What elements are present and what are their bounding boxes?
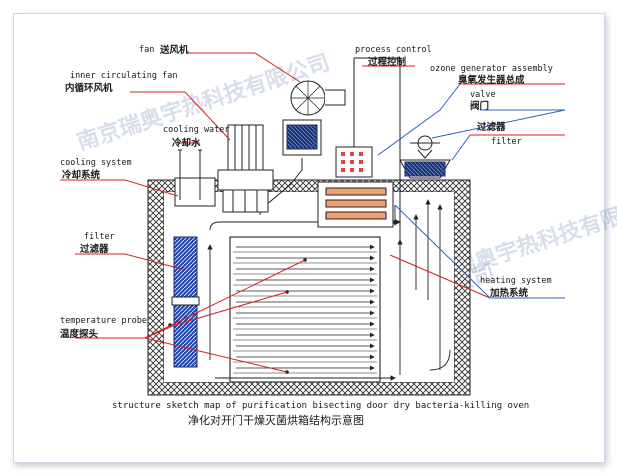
label-inner-fan-zh: 内循环风机: [65, 82, 113, 94]
label-filter-left-en: filter: [84, 232, 115, 242]
labels: fan 送风机 process control 过程控制 inner circu…: [60, 44, 553, 340]
caption-zh: 净化对开门干燥灭菌烘箱结构示意图: [188, 413, 364, 427]
label-process-control-en: process control: [355, 45, 432, 55]
label-ozone-en: ozone generator assembly: [430, 64, 553, 74]
label-valve-zh: 阀门: [470, 100, 489, 112]
label-heating-zh: 加热系统: [489, 287, 529, 299]
label-temp-probe-zh: 温度探头: [60, 328, 99, 340]
label-fan-en: fan: [139, 45, 154, 55]
label-ozone-zh: 臭氧发生器总成: [458, 74, 525, 86]
process-control-panel: [335, 57, 401, 330]
supply-fan: [259, 80, 346, 215]
label-inner-fan-en: inner circulating fan: [70, 71, 177, 81]
label-temp-probe-en: temperature probe: [60, 316, 147, 326]
label-cooling-system-zh: 冷却系统: [62, 169, 101, 181]
inner-circulating-fan: [217, 124, 274, 213]
label-cooling-water-en: cooling water: [163, 125, 230, 135]
label-filter-top-zh: 过滤器: [477, 121, 506, 133]
label-fan-zh: 送风机: [159, 44, 189, 56]
label-filter-top-en: filter: [491, 137, 522, 147]
cooling-system: [174, 149, 216, 207]
label-valve-en: valve: [470, 90, 496, 100]
label-process-control-zh: 过程控制: [368, 56, 407, 68]
tray-rack: [229, 236, 381, 383]
caption: structure sketch map of purification bis…: [112, 401, 529, 427]
caption-en: structure sketch map of purification bis…: [112, 401, 529, 411]
airflow-arrows: [207, 199, 451, 381]
label-filter-left-zh: 过滤器: [80, 243, 109, 255]
heating-system: [317, 181, 394, 228]
label-cooling-system-en: cooling system: [60, 158, 132, 168]
ozone-generator: [399, 135, 451, 179]
label-cooling-water-zh: 冷却水: [172, 137, 201, 149]
leader-lines: [60, 52, 566, 373]
label-heating-en: heating system: [480, 276, 552, 286]
